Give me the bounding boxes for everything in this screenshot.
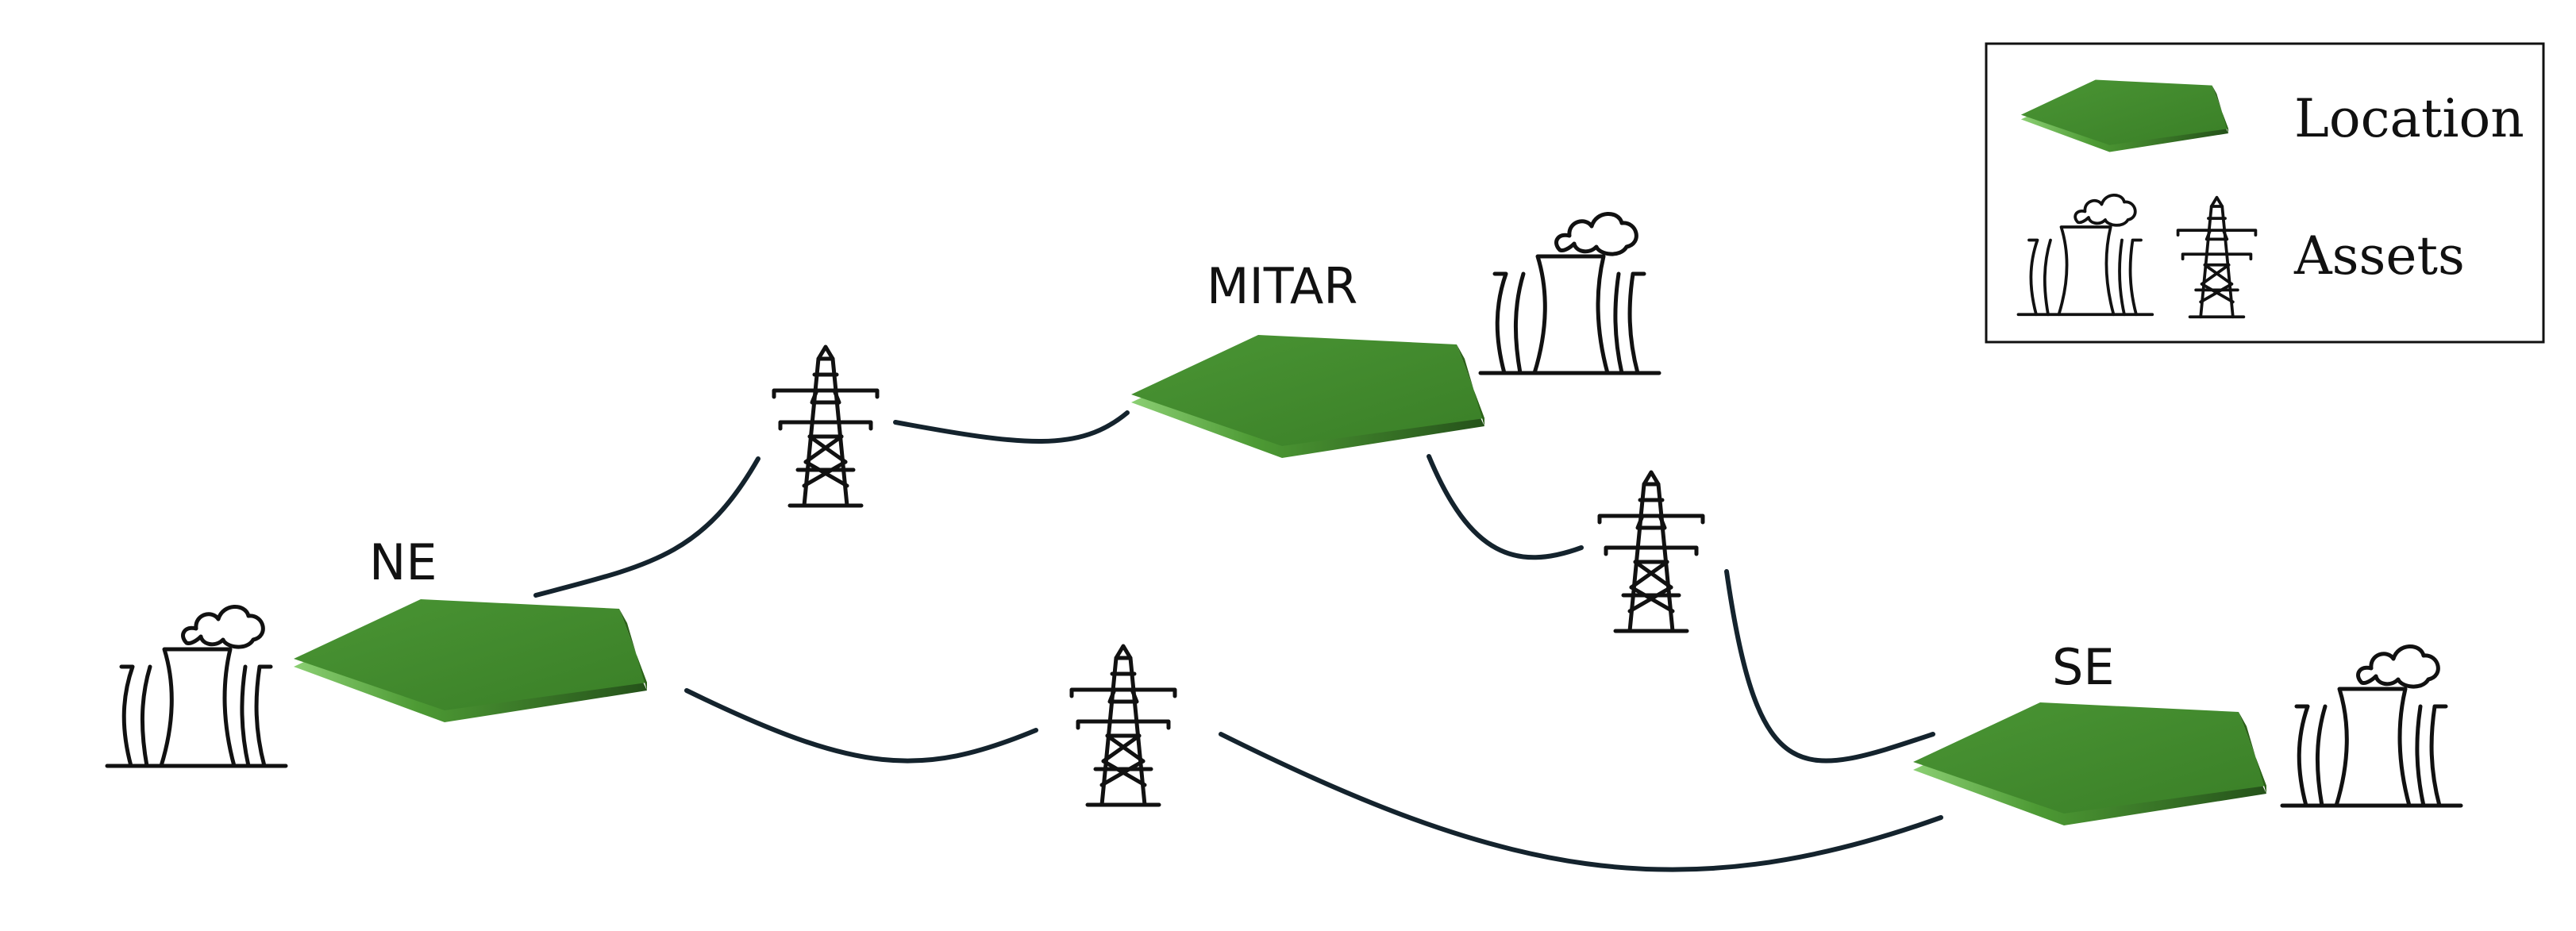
location-label-se: SE: [2052, 638, 2115, 696]
wire-ne-to-pylon-3: [684, 688, 1038, 764]
wire-pylon-2-to-se: [1724, 569, 1935, 764]
power-plant-icon: [2282, 646, 2461, 806]
transmission-tower-icon: [1072, 646, 1175, 805]
location-platform-icon: [294, 599, 647, 722]
location-label-ne: NE: [369, 533, 437, 591]
power-plant-icon: [1481, 214, 1659, 373]
wire-ne-to-pylon-1: [533, 456, 760, 598]
location-ne: [294, 599, 647, 722]
connections: [533, 410, 1943, 872]
legend-location-label: Location: [2294, 88, 2524, 149]
legend-assets-label: Assets: [2293, 225, 2465, 287]
location-mitar: [1131, 335, 1484, 458]
power-plant-icon: [107, 606, 286, 766]
wire-mitar-to-pylon-2: [1427, 454, 1584, 560]
location-platform-icon: [1131, 335, 1484, 458]
wire-pylon-3-to-se: [1219, 732, 1943, 872]
wire-pylon-1-to-mitar: [893, 410, 1130, 444]
location-se: [1913, 702, 2266, 825]
transmission-tower-icon: [774, 347, 877, 506]
transmission-tower-icon: [1600, 472, 1703, 631]
location-label-mitar: MITAR: [1207, 257, 1357, 315]
legend: Location Assets: [1985, 42, 2545, 344]
location-platform-icon: [1913, 702, 2266, 825]
